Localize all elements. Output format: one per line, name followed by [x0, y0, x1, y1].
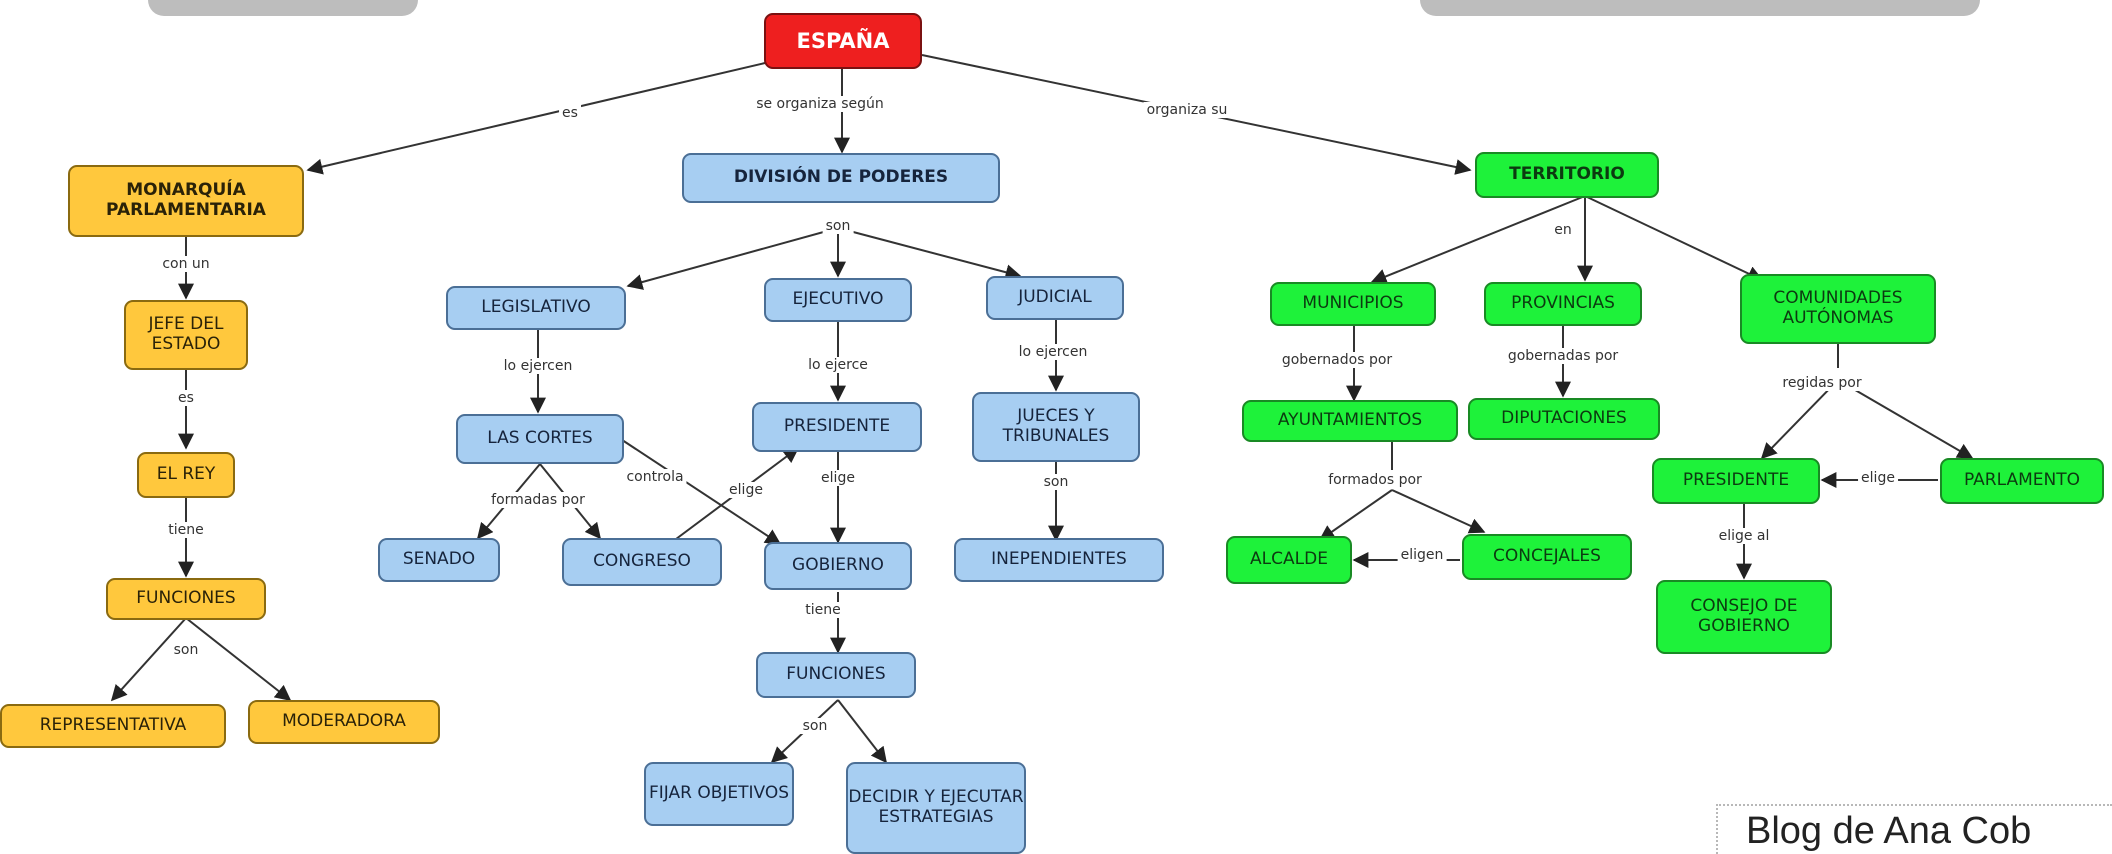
link-label-se-organiza-segun: se organiza según	[753, 96, 887, 112]
blog-watermark: Blog de Ana Cob	[1716, 804, 2112, 854]
link-label-elige-presidente: elige	[818, 470, 858, 486]
node-comunidades-autonomas: COMUNIDADES AUTÓNOMAS	[1740, 274, 1936, 344]
link-label-son-funciones-gobierno: son	[799, 718, 831, 734]
link-label-elige-parlamento: elige	[1858, 470, 1898, 486]
link-label-es-rey: es	[175, 390, 197, 406]
photo-fragment-left	[148, 0, 418, 16]
node-diputaciones: DIPUTACIONES	[1468, 398, 1660, 440]
link-label-elige-congreso: elige	[726, 482, 766, 498]
node-division-de-poderes: DIVISIÓN DE PODERES	[682, 153, 1000, 203]
node-monarquia-parlamentaria: MONARQUÍA PARLAMENTARIA	[68, 165, 304, 237]
node-representativa: REPRESENTATIVA	[0, 704, 226, 748]
node-presidente-comunidad: PRESIDENTE	[1652, 458, 1820, 504]
node-ayuntamientos: AYUNTAMIENTOS	[1242, 400, 1458, 442]
node-territorio: TERRITORIO	[1475, 152, 1659, 198]
node-municipios: MUNICIPIOS	[1270, 282, 1436, 326]
node-funciones-gobierno: FUNCIONES	[756, 652, 916, 698]
link-label-controla: controla	[623, 469, 687, 485]
node-fijar-objetivos: FIJAR OBJETIVOS	[644, 762, 794, 826]
link-label-es: es	[559, 105, 581, 121]
link-label-son-jueces: son	[1040, 474, 1072, 490]
node-senado: SENADO	[378, 538, 500, 582]
link-label-tiene-gobierno: tiene	[802, 602, 844, 618]
link-label-eligen: eligen	[1397, 547, 1447, 563]
node-alcalde: ALCALDE	[1226, 536, 1352, 584]
link-label-formadas-por: formadas por	[488, 492, 588, 508]
node-gobierno: GOBIERNO	[764, 542, 912, 590]
link-label-son-poderes: son	[822, 218, 854, 234]
link-label-lo-ejercen-legislativo: lo ejercen	[500, 358, 576, 374]
node-parlamento: PARLAMENTO	[1940, 458, 2104, 504]
link-label-gobernadas-por: gobernadas por	[1504, 348, 1622, 364]
node-concejales: CONCEJALES	[1462, 534, 1632, 580]
link-label-en: en	[1551, 222, 1575, 238]
link-label-formados-por: formados por	[1325, 472, 1425, 488]
link-label-elige-al: elige al	[1715, 528, 1773, 544]
node-espana: ESPAÑA	[764, 13, 922, 69]
node-judicial: JUDICIAL	[986, 276, 1124, 320]
link-label-organiza-su: organiza su	[1143, 102, 1231, 118]
link-label-lo-ejerce: lo ejerce	[805, 357, 871, 373]
node-presidente-gobierno: PRESIDENTE	[752, 402, 922, 452]
link-label-son-funciones-rey: son	[170, 642, 202, 658]
node-congreso: CONGRESO	[562, 538, 722, 586]
link-label-con-un: con un	[159, 256, 213, 272]
link-label-regidas-por: regidas por	[1779, 375, 1865, 391]
link-label-tiene: tiene	[165, 522, 207, 538]
node-jueces-y-tribunales: JUECES Y TRIBUNALES	[972, 392, 1140, 462]
link-label-lo-ejercen-judicial: lo ejercen	[1015, 344, 1091, 360]
node-las-cortes: LAS CORTES	[456, 414, 624, 464]
node-consejo-de-gobierno: CONSEJO DE GOBIERNO	[1656, 580, 1832, 654]
node-ejecutivo: EJECUTIVO	[764, 278, 912, 322]
node-funciones-rey: FUNCIONES	[106, 578, 266, 620]
link-label-gobernados-por: gobernados por	[1278, 352, 1396, 368]
node-jefe-del-estado: JEFE DEL ESTADO	[124, 300, 248, 370]
node-moderadora: MODERADORA	[248, 700, 440, 744]
photo-fragment-right	[1420, 0, 1980, 16]
node-inependientes: INEPENDIENTES	[954, 538, 1164, 582]
node-decidir-y-ejecutar: DECIDIR Y EJECUTAR ESTRATEGIAS	[846, 762, 1026, 854]
node-provincias: PROVINCIAS	[1484, 282, 1642, 326]
node-el-rey: EL REY	[137, 452, 235, 498]
node-legislativo: LEGISLATIVO	[446, 286, 626, 330]
